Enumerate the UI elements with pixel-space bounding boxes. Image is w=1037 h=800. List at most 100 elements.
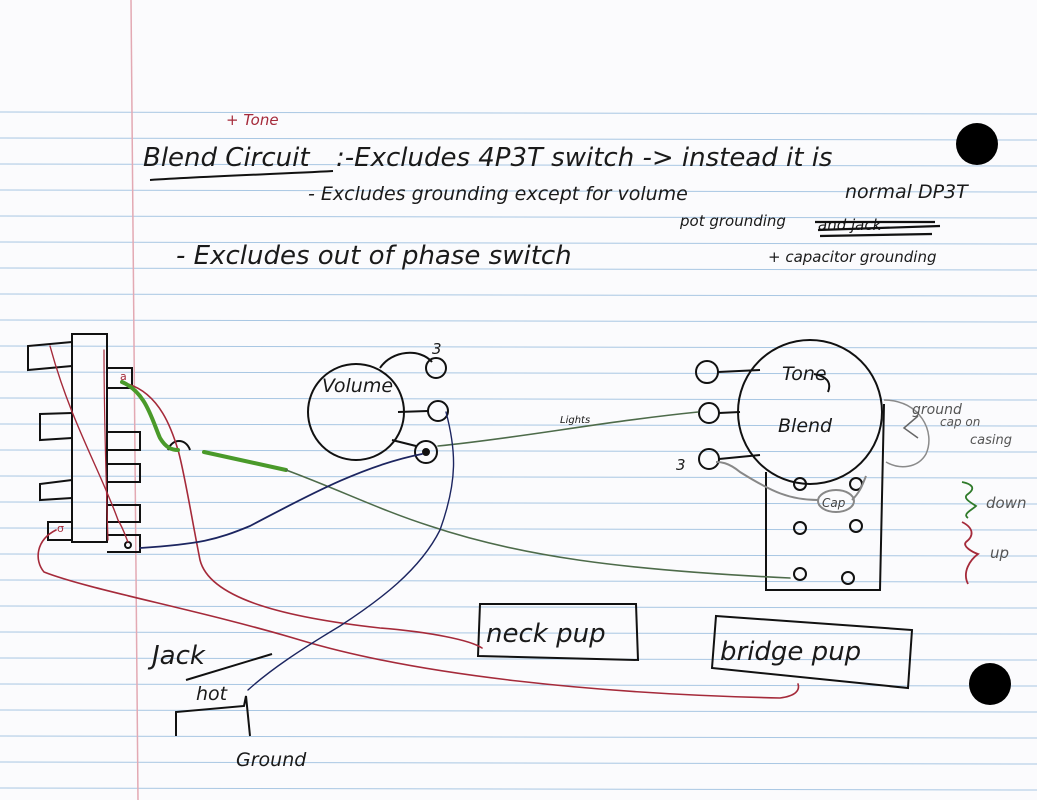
volume-lug-number: 3 [432,340,442,358]
volume-lug-2 [427,400,449,422]
note-line-1-cont: normal DP3T [845,181,969,203]
note-line-2: - Excludes grounding except for volume [308,183,688,205]
green-wire-volume-to-blend [437,411,699,447]
volume-ground-loop [379,351,433,369]
ruled-line [0,267,1037,271]
jack-body [175,695,251,737]
green-wire-switch-to-casing [285,469,791,579]
ruled-line [0,475,1037,479]
ruled-line [0,397,1037,401]
note-line-2-strike: and jack [818,216,883,234]
bridge-pickup-label: bridge pup [720,637,861,667]
ruled-line [0,449,1037,453]
volume-lug-1 [425,357,447,379]
ruled-line [0,215,1037,219]
blend-lug-1 [695,360,719,384]
ruled-line [0,579,1037,583]
switch-lug-4 [47,521,72,541]
casing-hole-6 [841,571,855,585]
neck-pickup-label: neck pup [486,619,606,649]
jack-hot-label: hot [196,683,229,705]
blend-lug-3 [698,448,720,470]
ground-cap-label-2: cap on [940,415,980,429]
switch-lug-9 [107,534,141,553]
volume-pot [307,351,449,464]
jack-label: Jack [147,641,206,671]
ruled-line [0,137,1037,141]
capacitor [715,461,867,513]
tone-pointer [813,373,831,393]
ruled-line [0,527,1037,531]
up-brace [961,521,980,585]
switch-mark-a: a [120,370,127,383]
switch-lug-5 [107,367,133,389]
ruled-line [0,189,1037,193]
jack-underline [185,653,273,681]
casing-hole-3 [793,521,807,535]
jack-ground-label: Ground [236,749,307,771]
note-line-3: - Excludes out of phase switch [176,241,572,271]
blend-lug-2 [698,402,720,424]
switch-lug-1 [27,341,73,372]
bridge-pickup-box [710,614,914,690]
ruled-line [0,553,1037,557]
capacitor-lead-right [851,475,867,501]
navy-wire-volume-to-jack [247,411,455,691]
switch-body [71,333,108,543]
ruled-line [0,163,1037,167]
switch-lug-3 [39,479,73,502]
ruled-line [0,371,1037,375]
blend-casing [765,403,885,591]
heading: Blend Circuit [143,143,310,173]
ruled-line [0,787,1037,791]
blend-lead-1 [717,369,761,373]
wires [37,345,800,699]
switch-mark-b: σ [57,522,64,535]
blend-pot [695,339,885,591]
binder-hole-bottom [969,663,1011,705]
tone-insert: + Tone [226,111,279,129]
down-label: down [986,494,1026,512]
binder-hole-top [956,123,998,165]
ruled-line [0,631,1037,635]
ruled-line [0,345,1037,349]
switch-lug-8 [107,504,141,523]
volume-label: Volume [322,375,393,397]
heading-underline [149,170,334,181]
casing-hole-4 [849,519,863,533]
volume-lug-3-dot [422,448,430,456]
ruled-line [0,241,1037,245]
switch-lug-7 [107,463,141,483]
blend-lug-number: 3 [676,456,686,474]
ruled-lines [0,111,1037,791]
neck-pickup [476,603,640,662]
up-label: up [990,544,1009,562]
ruled-line [0,501,1037,505]
volume-lead-2 [391,439,417,447]
strike-scribble [815,220,941,238]
red-wire-switch-mid [103,349,109,541]
ruled-line [0,319,1037,323]
capacitor-lead-left [715,461,819,501]
ground-cap-wire [883,399,930,468]
casing-hole-5 [793,567,807,581]
margin-line [130,0,139,800]
ruled-line [0,605,1037,609]
note-line-2-cont: pot grounding [679,212,786,230]
down-brace [961,481,978,519]
blend-lead-3 [718,454,761,460]
cap-label: Cap [822,496,846,510]
bridge-pickup [710,614,914,690]
ground-cap-label-3: casing [970,433,1012,448]
ruled-line [0,735,1037,739]
ruled-line [0,293,1037,297]
blend-lead-2 [718,411,741,414]
green-wire-jumper [120,380,288,472]
red-wire-switch-to-bridge [37,529,800,699]
wire-note: Lights [560,415,590,426]
ruled-line [0,423,1037,427]
ruled-line [0,111,1037,115]
neck-pickup-box [476,603,640,662]
blend-label: Blend [778,415,833,437]
